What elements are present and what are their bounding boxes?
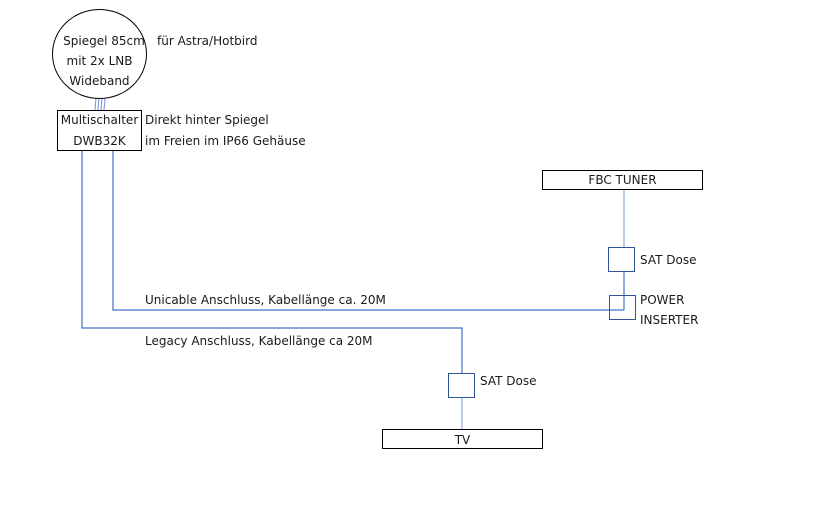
lnb-cable-2 [97, 97, 100, 111]
sat-dose-top-label: SAT Dose [640, 253, 697, 267]
fbc-tuner-box [542, 170, 703, 190]
legacy-cable [81, 151, 463, 373]
unicable-cable [112, 151, 624, 311]
dish-label-line-2: mit 2x LNB [66, 54, 133, 68]
fbc-tuner-label: FBC TUNER [588, 173, 657, 187]
sat-dose-top-box [608, 247, 635, 272]
dish-label-line-3: Wideband [69, 74, 130, 88]
satellite-dish [52, 9, 147, 99]
multiswitch-box [57, 110, 142, 151]
dish-label-line-1: Spiegel 85cm [63, 34, 145, 48]
lnb-cable-3 [100, 97, 103, 111]
sat-dose-bottom-box [448, 373, 475, 398]
tv-box [382, 429, 543, 449]
lnb-cable-4 [103, 97, 106, 111]
power-inserter-box [609, 295, 636, 320]
power-inserter-label-line-2: INSERTER [640, 313, 699, 327]
multiswitch-label-line-1: Multischalter [60, 113, 139, 127]
tv-label: TV [454, 433, 471, 447]
unicable-label: Unicable Anschluss, Kabellänge ca. 20M [145, 293, 386, 307]
legacy-label: Legacy Anschluss, Kabellänge ca 20M [145, 334, 373, 348]
multiswitch-label-line-2: DWB32K [73, 134, 126, 148]
lnb-cable-1 [94, 97, 97, 111]
multiswitch-note-line-1: Direkt hinter Spiegel [145, 113, 269, 127]
dish-note: für Astra/Hotbird [157, 34, 258, 48]
power-inserter-label-line-1: POWER [640, 293, 685, 307]
multiswitch-note-line-2: im Freien im IP66 Gehäuse [145, 134, 306, 148]
sat-dose-bottom-label: SAT Dose [480, 374, 537, 388]
